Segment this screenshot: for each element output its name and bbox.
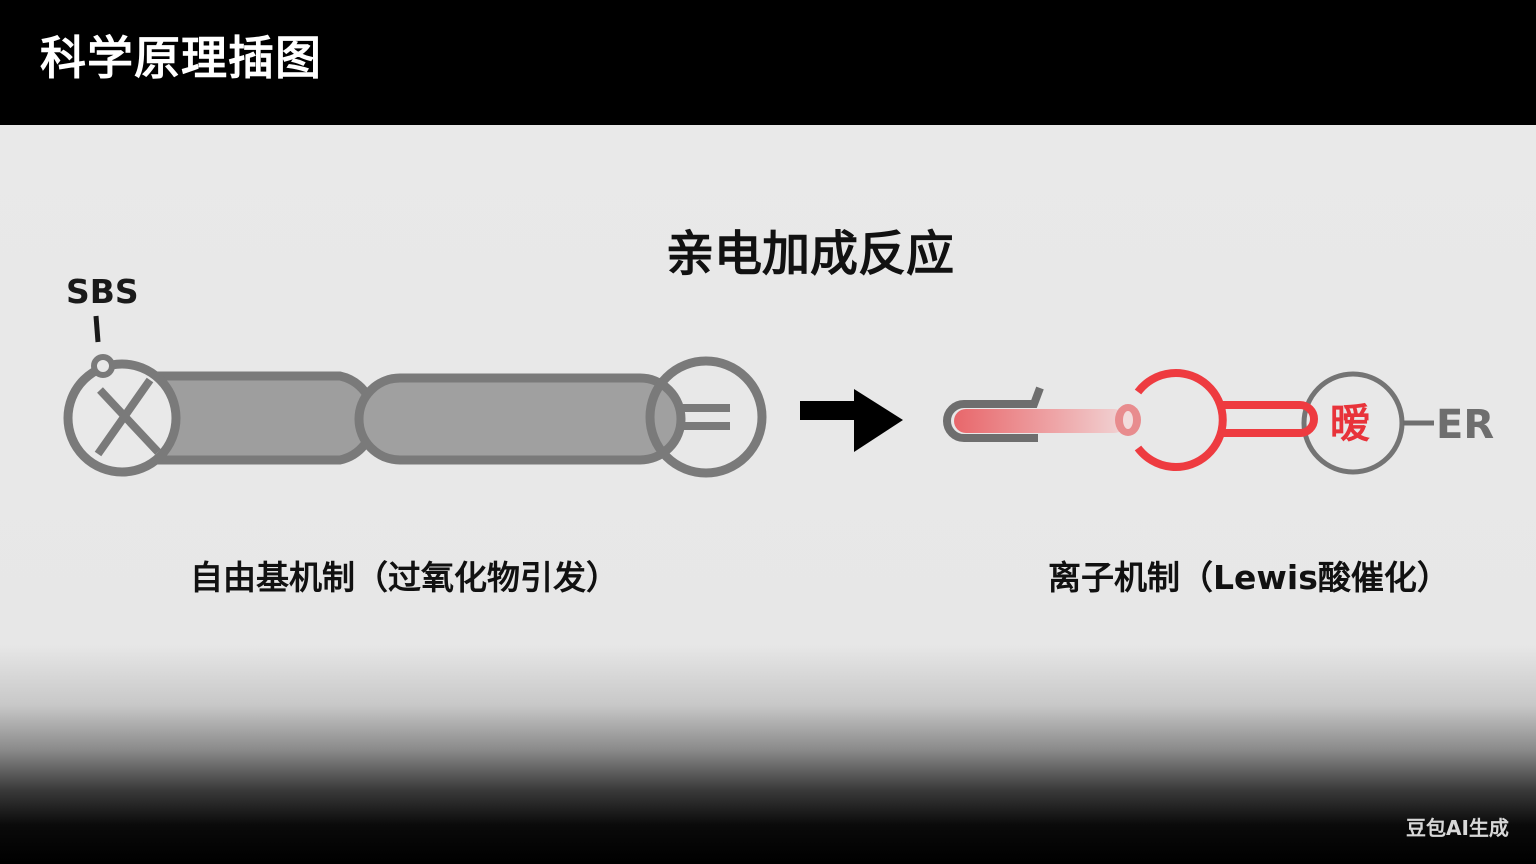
- diagram-title: 亲电加成反应: [665, 226, 954, 282]
- watermark: 豆包AI生成: [1406, 816, 1509, 840]
- left-molecule: [63, 315, 767, 478]
- chain-segment-1: [155, 371, 379, 465]
- caption-radical-mechanism: 自由基机制（过氧化物引发）: [190, 558, 619, 597]
- center-char-label: 暧: [1330, 401, 1370, 447]
- small-ring-icon: [91, 354, 115, 378]
- reaction-arrow-icon: [800, 389, 903, 452]
- diagram-canvas: [0, 125, 1536, 864]
- red-double-bond: [1222, 401, 1318, 437]
- gray-hook-bond: [943, 386, 1044, 442]
- sbs-label: SBS: [66, 272, 139, 311]
- caption-ionic-mechanism: 离子机制（Lewis酸催化）: [1048, 558, 1450, 597]
- right-molecule: [943, 369, 1434, 475]
- chain-segment-2: [354, 373, 686, 465]
- gray-circle: [1301, 371, 1405, 475]
- red-open-ring: [1134, 369, 1227, 471]
- gradient-bond: [954, 409, 1126, 433]
- er-label: ER: [1436, 402, 1495, 448]
- end-circle-equals-icon: [645, 356, 767, 478]
- page-title: 科学原理插图: [40, 31, 322, 85]
- sbs-connector-line: [93, 315, 101, 343]
- header-bar: 科学原理插图: [0, 0, 1536, 125]
